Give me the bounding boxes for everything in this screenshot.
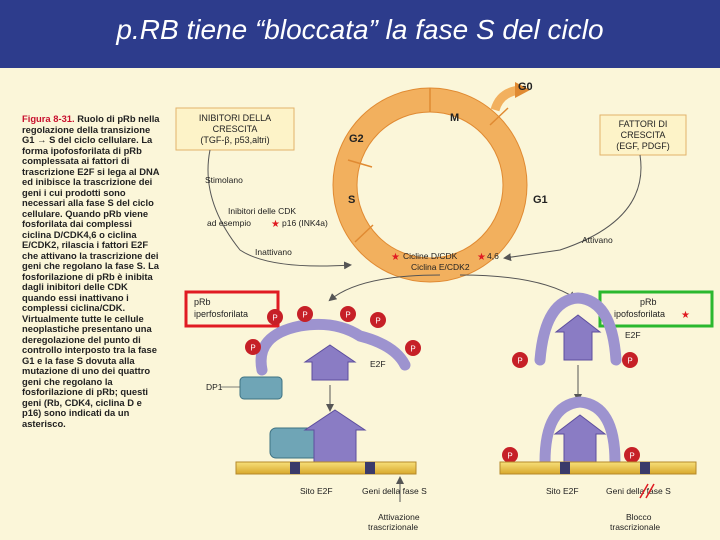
growth-inhibitors-box <box>175 107 295 151</box>
svg-text:P: P <box>629 452 634 461</box>
attivano-arrow <box>503 154 642 262</box>
blocco-label-2: trascrizionale <box>610 522 660 532</box>
stimolano-label: Stimolano <box>205 175 243 185</box>
prb-open-protein <box>255 318 411 376</box>
g0-label: G0 <box>518 81 533 93</box>
to-hyper-arrow <box>328 274 441 302</box>
factors-line2: CRESCITA <box>621 130 666 140</box>
svg-text:P: P <box>302 311 307 320</box>
factors-line1: FATTORI DI <box>619 119 668 129</box>
ring-inner-edge <box>356 111 504 259</box>
blocco-label-1: Blocco <box>626 512 652 522</box>
svg-text:P: P <box>410 345 415 354</box>
dna-left <box>235 461 417 475</box>
sito-e2f-right: Sito E2F <box>546 486 579 496</box>
e2f-bound-left <box>303 409 367 463</box>
stimolano-arrow <box>207 149 352 270</box>
sito-e2f-left: Sito E2F <box>300 486 333 496</box>
cdk-inhibitors-label-2: ad esempio <box>207 218 251 228</box>
svg-text:P: P <box>250 344 255 353</box>
cyclins-label-1: Cicline D/CDK <box>403 251 458 261</box>
prb-hyper-label-2: iperfosforilata <box>194 309 248 319</box>
e2f-bound-top <box>554 314 602 361</box>
e2f-right-label: E2F <box>625 330 641 340</box>
prb-hypo-label-2: ipofosforilata <box>614 309 665 319</box>
phase-g1: G1 <box>533 194 548 206</box>
ring-divider <box>354 224 374 243</box>
cyclins-label-2: Ciclina E/CDK2 <box>411 262 470 272</box>
block-marks <box>639 483 655 499</box>
asterisk-prb: ★ <box>681 310 690 321</box>
asterisk-p16: ★ <box>271 219 280 230</box>
asterisk-cyclin: ★ <box>391 252 400 263</box>
dp1-bound-left <box>269 427 321 459</box>
dna-marker <box>290 462 300 474</box>
e2f-bound-right <box>553 414 607 463</box>
attivano-label: Attivano <box>582 235 613 245</box>
phosphate-group-right: P P <box>512 352 638 368</box>
ring-divider <box>347 159 373 168</box>
svg-text:P: P <box>345 311 350 320</box>
slide-header: p.RB tiene “bloccata” la fase S del cicl… <box>0 0 720 68</box>
svg-text:P: P <box>375 317 380 326</box>
svg-text:P: P <box>507 452 512 461</box>
prb-hypo-label-1: pRb <box>640 297 657 307</box>
cyclins-label-1b: 4,6 <box>487 251 499 261</box>
cdk-inhibitors-label-3: p16 (INK4a) <box>282 218 328 228</box>
e2f-left-label: E2F <box>370 359 386 369</box>
prb-closed-protein-top <box>534 292 622 366</box>
phase-g2: G2 <box>349 133 364 145</box>
caption-text: Ruolo di pRb nella regolazione della tra… <box>22 113 160 429</box>
ring-divider <box>489 107 509 126</box>
cdk-inhibitors-label-1: Inibitori delle CDK <box>228 206 296 216</box>
inhibitors-line2: CRESCITA <box>213 124 258 134</box>
prb-hyper-highlight <box>184 290 280 328</box>
figure-caption: Figura 8-31. Ruolo di pRb nella regolazi… <box>22 113 160 429</box>
g0-arrow-head <box>515 82 530 98</box>
e2f-released-left <box>303 344 357 381</box>
phase-m: M <box>450 112 459 124</box>
svg-text:P: P <box>272 314 277 323</box>
attivazione-label-2: trascrizionale <box>368 522 418 532</box>
geni-fase-s-left: Geni della fase S <box>362 486 427 496</box>
dp1-protein <box>239 376 283 400</box>
to-hypo-arrow <box>459 274 577 300</box>
prb-closed-protein-bound <box>539 396 621 468</box>
slide-title: p.RB tiene “bloccata” la fase S del cicl… <box>116 14 604 45</box>
attivazione-label-1: Attivazione <box>378 512 420 522</box>
geni-fase-s-right: Geni della fase S <box>606 486 671 496</box>
phosphate-group-left: P P P P P P <box>245 306 421 356</box>
factors-line3: (EGF, PDGF) <box>616 141 670 151</box>
svg-text:P: P <box>627 357 632 366</box>
dna-marker <box>640 462 650 474</box>
growth-factors-box <box>599 114 687 156</box>
prb-hyper-label-1: pRb <box>194 297 211 307</box>
asterisk-cdk: ★ <box>477 252 486 263</box>
phase-s: S <box>348 194 355 206</box>
inhibitors-line1: INIBITORI DELLA <box>199 113 271 123</box>
phosphate-group-right-bound: P P <box>502 447 640 463</box>
prb-hypo-highlight <box>598 290 714 328</box>
cell-cycle-ring <box>333 88 527 282</box>
dna-right <box>499 461 697 475</box>
figure-number: Figura 8-31. <box>22 113 75 124</box>
dna-marker <box>365 462 375 474</box>
inattivano-label: Inattivano <box>255 247 292 257</box>
dp1-label: DP1 <box>206 382 223 392</box>
inhibitors-line3: (TGF-β, p53,altri) <box>200 135 269 145</box>
dna-marker <box>560 462 570 474</box>
svg-text:P: P <box>517 357 522 366</box>
